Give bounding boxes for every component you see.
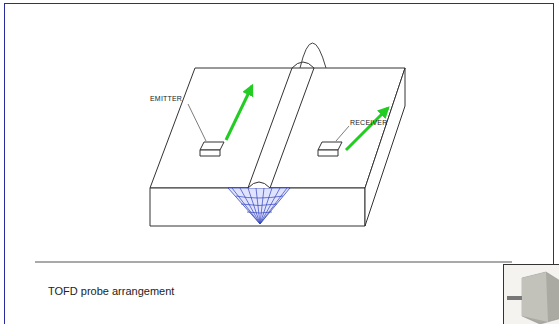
plate (150, 68, 405, 226)
separator-line (35, 262, 512, 263)
weld-bead (248, 43, 326, 188)
probes (200, 142, 342, 156)
caption: TOFD probe arrangement (48, 285, 174, 297)
slide-frame (5, 4, 554, 324)
scan-arrows (226, 86, 388, 150)
weld-section (228, 188, 290, 224)
probe-label: RECEIVER (350, 119, 387, 126)
probe-label: EMITTER (150, 95, 182, 102)
leader-lines (188, 104, 349, 141)
probe-photo (504, 265, 559, 324)
